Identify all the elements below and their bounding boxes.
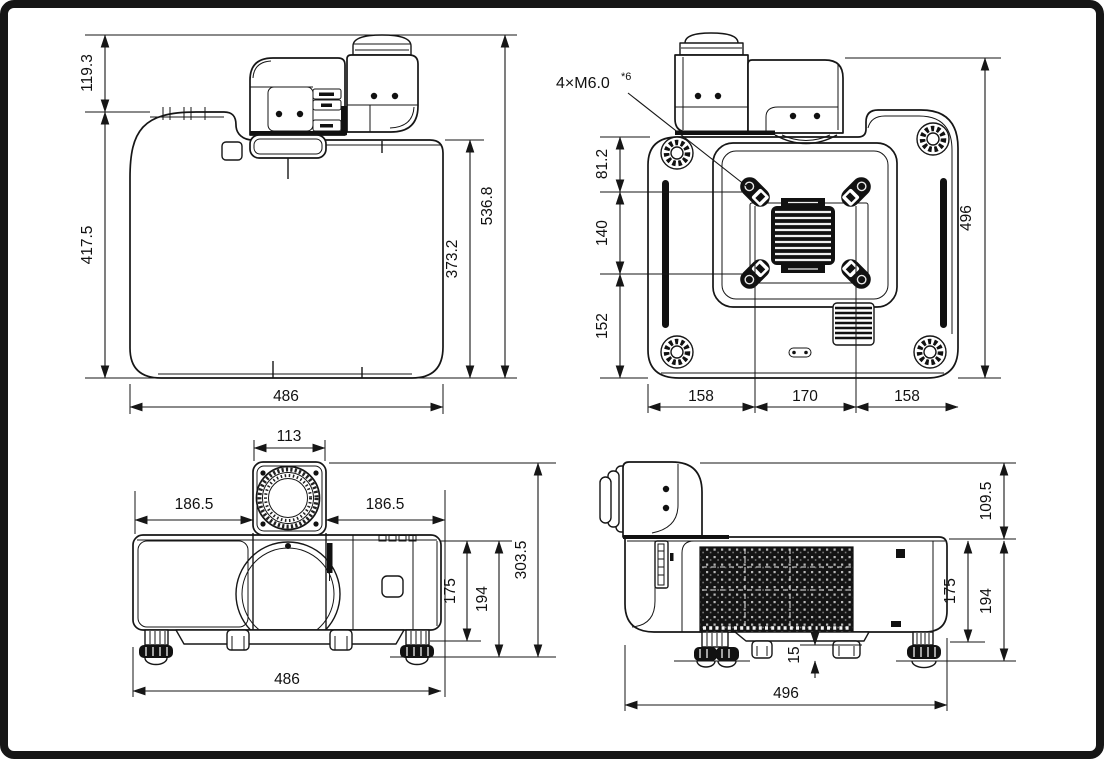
dim-front-width: 486 bbox=[274, 671, 300, 688]
dim-width-right: 158 bbox=[894, 388, 920, 405]
dim-lens-to-right: 186.5 bbox=[366, 496, 405, 513]
front-view-dimensions: 113 186.5 186.5 175 194 303.5 486 bbox=[132, 428, 556, 697]
top-view-dimensions: 119.3 417.5 373.2 536.8 486 bbox=[79, 34, 517, 414]
top-view: 119.3 417.5 373.2 536.8 486 bbox=[79, 34, 517, 414]
side-feet bbox=[694, 631, 941, 669]
dim-side-body-height: 175 bbox=[942, 578, 959, 604]
rear-vent bbox=[832, 302, 875, 346]
mounting-plate bbox=[712, 142, 898, 308]
bottom-view-dimensions: 4×M6.0 *6 81.2 140 152 496 158 170 158 bbox=[556, 57, 1001, 413]
front-view: 113 186.5 186.5 175 194 303.5 486 bbox=[132, 428, 556, 697]
screw-boss bbox=[841, 177, 871, 207]
screw-spec-label: 4×M6.0 bbox=[556, 75, 610, 92]
front-door-latch bbox=[381, 575, 404, 598]
side-slot-right bbox=[940, 178, 947, 328]
dim-top-width: 486 bbox=[273, 388, 299, 405]
front-left-panel bbox=[137, 540, 249, 628]
lens-plate-front bbox=[252, 461, 327, 536]
gear-foot bbox=[913, 335, 947, 369]
lens-assembly-top bbox=[249, 34, 419, 159]
side-marker-top bbox=[896, 549, 905, 558]
dim-overall-height: 303.5 bbox=[513, 541, 530, 580]
dim-front-edge-to-holes: 81.2 bbox=[594, 149, 611, 179]
screw-leader-line bbox=[627, 92, 751, 190]
side-slot-left bbox=[662, 180, 669, 328]
dim-side-height-with-feet: 194 bbox=[978, 588, 995, 614]
dim-total-depth: 536.8 bbox=[479, 187, 496, 226]
lens-bumper bbox=[249, 134, 327, 159]
gear-foot bbox=[916, 122, 950, 156]
screw-spec-superscript: *6 bbox=[621, 71, 631, 83]
dim-lens-width: 113 bbox=[277, 428, 302, 445]
bottom-view: 4×M6.0 *6 81.2 140 152 496 158 170 158 bbox=[556, 32, 1001, 413]
front-view-body-outline bbox=[132, 534, 442, 631]
gear-foot bbox=[660, 136, 694, 170]
dim-width-center: 170 bbox=[792, 388, 818, 405]
screw-boss bbox=[740, 177, 770, 207]
lens-assembly-bottom bbox=[674, 32, 844, 145]
dim-left-to-lens: 186.5 bbox=[175, 496, 214, 513]
dim-front-body-height: 175 bbox=[442, 578, 459, 604]
security-slot bbox=[788, 347, 812, 358]
side-view-dimensions: 109.5 175 194 15 496 bbox=[624, 462, 1016, 711]
front-top-vents bbox=[378, 535, 417, 542]
dim-front-height-with-feet: 194 bbox=[474, 586, 491, 612]
side-view: 109.5 175 194 15 496 bbox=[599, 461, 1016, 711]
front-slot bbox=[327, 543, 333, 573]
dim-width-left: 158 bbox=[688, 388, 714, 405]
lens-assembly-side bbox=[599, 461, 729, 539]
dim-rear-body-depth: 373.2 bbox=[444, 240, 461, 279]
lens-dome bbox=[352, 34, 412, 56]
dim-overall-depth: 496 bbox=[958, 205, 975, 231]
top-body-button bbox=[221, 141, 243, 161]
dim-foot-height: 15 bbox=[786, 646, 803, 663]
top-edge-notches bbox=[162, 107, 206, 120]
side-marker-bottom bbox=[891, 621, 901, 627]
front-feet bbox=[139, 629, 434, 666]
dim-lens-above-body: 109.5 bbox=[978, 482, 995, 521]
dim-hole-pitch-depth: 140 bbox=[594, 220, 611, 246]
connector-slot bbox=[654, 540, 674, 589]
gear-foot bbox=[660, 335, 694, 369]
dim-holes-to-rear-edge: 152 bbox=[594, 313, 611, 339]
dim-body-depth: 417.5 bbox=[79, 226, 96, 265]
dim-overall-length: 496 bbox=[773, 685, 799, 702]
dim-lens-protrusion: 119.3 bbox=[79, 54, 96, 92]
side-vent-grille bbox=[681, 540, 856, 633]
